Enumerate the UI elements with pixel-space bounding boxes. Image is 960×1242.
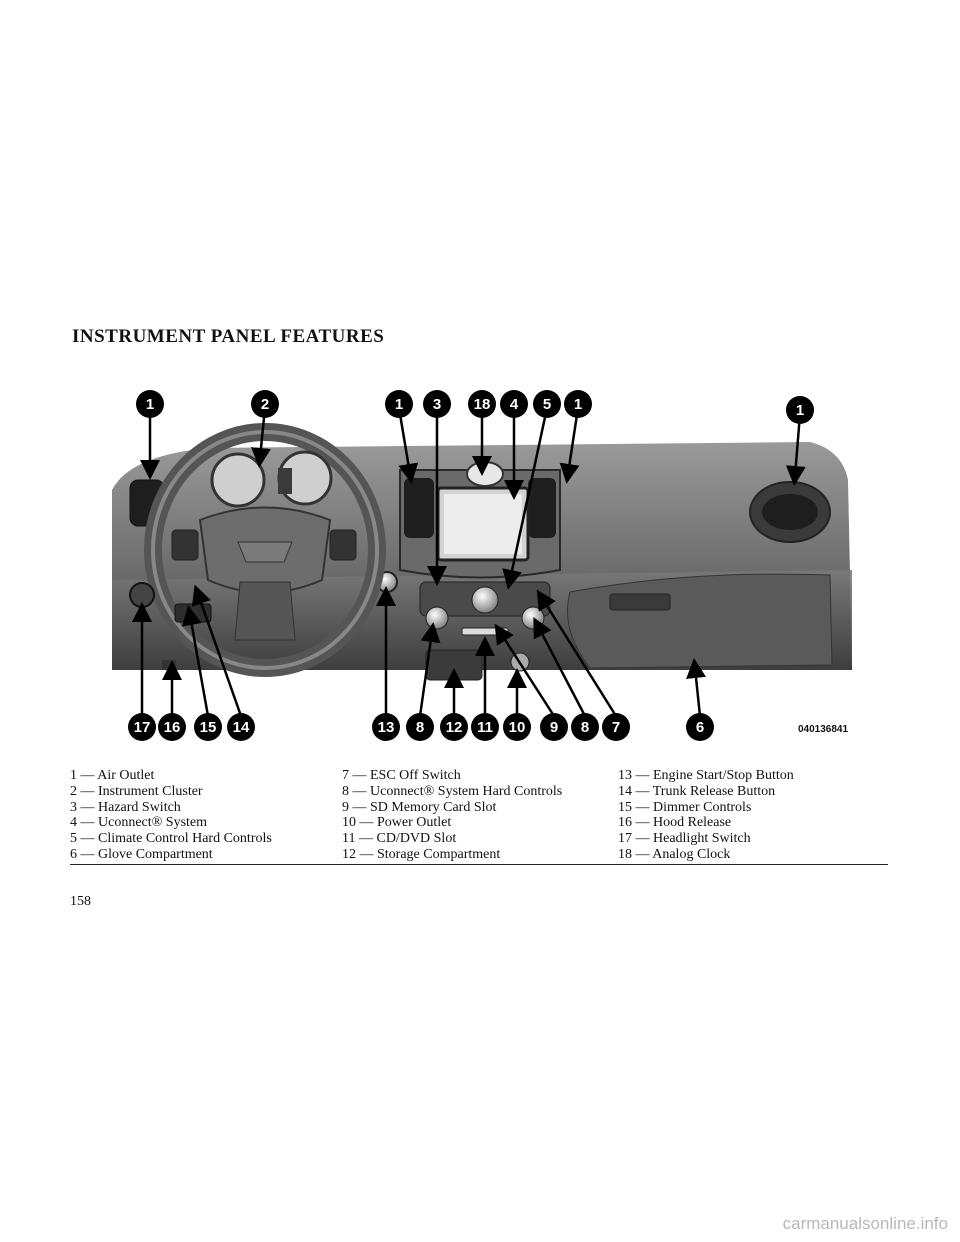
- svg-text:1: 1: [395, 396, 403, 413]
- svg-text:17: 17: [134, 719, 151, 736]
- legend-item: 4 — Uconnect® System: [70, 815, 208, 831]
- callout-17: 17: [128, 713, 156, 741]
- watermark: carmanualsonline.info: [782, 1214, 948, 1233]
- legend-column-2: 7 — ESC Off Switch 8 — Uconnect® System …: [342, 768, 562, 863]
- legend-item: 2 — Instrument Cluster: [70, 783, 203, 799]
- callout-11: 11: [471, 713, 499, 741]
- svg-text:13: 13: [378, 719, 395, 736]
- legend-item: 5 — Climate Control Hard Controls: [70, 831, 272, 847]
- legend-item: 18 — Analog Clock: [618, 846, 731, 862]
- svg-text:10: 10: [509, 719, 526, 736]
- callout-8-left: 8: [406, 713, 434, 741]
- svg-text:8: 8: [416, 719, 424, 736]
- callout-15: 15: [194, 713, 222, 741]
- callouts-top: 1 2 1 3 18 4 5 1 1: [136, 390, 814, 424]
- svg-text:18: 18: [474, 396, 491, 413]
- legend-item: 14 — Trunk Release Button: [618, 783, 776, 799]
- callout-1-center-right: 1: [564, 390, 592, 418]
- svg-text:6: 6: [696, 719, 704, 736]
- legend-item: 8 — Uconnect® System Hard Controls: [342, 783, 563, 799]
- svg-text:15: 15: [200, 719, 217, 736]
- legend-item: 1 — Air Outlet: [70, 768, 155, 783]
- svg-text:2: 2: [261, 396, 269, 413]
- callout-14: 14: [227, 713, 255, 741]
- page-number: 158: [70, 894, 91, 909]
- legend-item: 7 — ESC Off Switch: [342, 768, 461, 783]
- image-code: 040136841: [798, 724, 848, 735]
- svg-text:9: 9: [550, 719, 558, 736]
- svg-text:14: 14: [233, 719, 250, 736]
- callout-18: 18: [468, 390, 496, 418]
- legend-item: 10 — Power Outlet: [342, 815, 452, 831]
- callout-1-left: 1: [136, 390, 164, 418]
- svg-text:1: 1: [146, 396, 154, 413]
- legend-item: 6 — Glove Compartment: [70, 846, 213, 862]
- callout-3: 3: [423, 390, 451, 418]
- instrument-panel-figure: 040136841: [90, 370, 880, 750]
- legend-item: 3 — Hazard Switch: [70, 799, 181, 815]
- svg-text:3: 3: [433, 396, 441, 413]
- svg-text:5: 5: [543, 396, 551, 413]
- callout-1-center-left: 1: [385, 390, 413, 418]
- callout-4: 4: [500, 390, 528, 418]
- svg-text:12: 12: [446, 719, 463, 736]
- legend-item: 13 — Engine Start/Stop Button: [618, 768, 794, 783]
- dashboard-illustration: 040136841: [112, 423, 852, 735]
- callouts-bottom: 17 16 15 14 13 8 12 11 10 9 8 7 6: [128, 713, 714, 741]
- legend-item: 9 — SD Memory Card Slot: [342, 799, 497, 815]
- legend-item: 12 — Storage Compartment: [342, 846, 501, 862]
- callout-7: 7: [602, 713, 630, 741]
- callout-9: 9: [540, 713, 568, 741]
- section-title: INSTRUMENT PANEL FEATURES: [72, 326, 385, 347]
- callout-12: 12: [440, 713, 468, 741]
- callout-8-right: 8: [571, 713, 599, 741]
- legend-item: 15 — Dimmer Controls: [618, 799, 752, 815]
- svg-text:11: 11: [477, 719, 493, 736]
- callout-1-right: 1: [786, 396, 814, 424]
- svg-text:4: 4: [510, 396, 519, 413]
- callout-2: 2: [251, 390, 279, 418]
- callout-16: 16: [158, 713, 186, 741]
- svg-text:16: 16: [164, 719, 181, 736]
- legend-item: 17 — Headlight Switch: [618, 831, 751, 847]
- legend-item: 11 — CD/DVD Slot: [342, 831, 457, 847]
- divider-rule: [70, 864, 888, 865]
- callout-5: 5: [533, 390, 561, 418]
- legend-item: 16 — Hood Release: [618, 815, 732, 831]
- legend-column-3: 13 — Engine Start/Stop Button 14 — Trunk…: [618, 768, 794, 863]
- callout-10: 10: [503, 713, 531, 741]
- svg-text:8: 8: [581, 719, 589, 736]
- svg-text:7: 7: [612, 719, 620, 736]
- legend-column-1: 1 — Air Outlet 2 — Instrument Cluster 3 …: [70, 768, 272, 863]
- callout-13: 13: [372, 713, 400, 741]
- svg-text:1: 1: [796, 402, 804, 419]
- callout-6: 6: [686, 713, 714, 741]
- svg-text:1: 1: [574, 396, 582, 413]
